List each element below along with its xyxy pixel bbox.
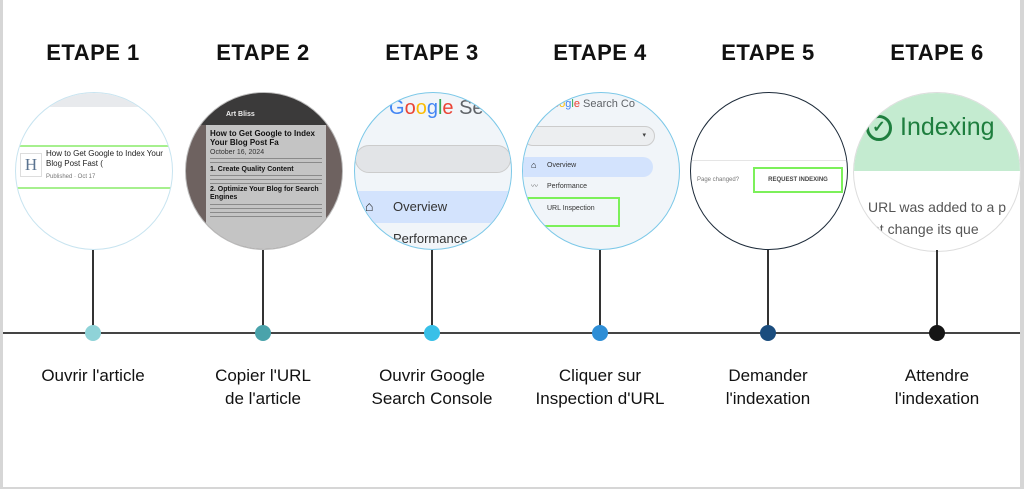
- step-2: ETAPE 2 Art Bliss How to Get Google to I…: [178, 0, 348, 489]
- label-line: l'indexation: [894, 389, 980, 408]
- step-title: ETAPE 5: [721, 40, 815, 65]
- step-label: Attendre l'indexation: [852, 364, 1022, 410]
- timeline: [3, 332, 1020, 334]
- label-line: Cliquer sur: [558, 366, 642, 385]
- screenshot-blog-article: Art Bliss How to Get Google to Index You…: [185, 92, 343, 250]
- indexing-status: Indexing: [900, 113, 995, 141]
- timeline-dot: [929, 325, 945, 341]
- timeline-dot: [760, 325, 776, 341]
- request-indexing-button[interactable]: REQUEST INDEXING: [753, 167, 843, 193]
- nav-overview[interactable]: Overview: [393, 199, 448, 214]
- status-message: URL was added to a p: [868, 199, 1007, 215]
- home-icon: ⌂: [531, 160, 537, 170]
- step-title: ETAPE 2: [216, 40, 310, 65]
- timeline-dot: [592, 325, 608, 341]
- connector: [936, 250, 938, 333]
- article-section: 1. Create Quality Content: [210, 166, 294, 173]
- post-title[interactable]: How to Get Google to Index Your Blog Pos…: [46, 149, 163, 168]
- step-4: ETAPE 4 oogle Search Co ▾ ⌂ Overview 〰 P…: [515, 0, 685, 489]
- step-title: ETAPE 3: [385, 40, 479, 65]
- screenshot-search-console: Google Sea ⌂ Overview Performance: [354, 92, 512, 250]
- screenshot-request-indexing: Page changed? REQUEST INDEXING: [690, 92, 848, 250]
- timeline-dot: [255, 325, 271, 341]
- connector: [599, 250, 601, 333]
- post-meta: Published · Oct 17: [46, 174, 96, 180]
- connector: [92, 250, 94, 333]
- google-logo: Google Sea: [389, 97, 495, 119]
- nav-performance[interactable]: Performance: [547, 183, 588, 190]
- label-line: Attendre: [904, 366, 970, 385]
- property-selector[interactable]: [355, 145, 511, 173]
- article-date: October 16, 2024: [210, 149, 265, 156]
- check-circle-icon: ✓: [866, 115, 892, 141]
- step-label: Ouvrir l'article: [8, 364, 178, 387]
- connector: [262, 250, 264, 333]
- status-message: ot change its que: [872, 221, 979, 237]
- step-5: ETAPE 5 Page changed? REQUEST INDEXING D…: [683, 0, 853, 489]
- screenshot-indexing-status: ✓ Indexing URL was added to a p ot chang…: [853, 92, 1021, 252]
- performance-icon: 〰: [531, 183, 538, 190]
- step-3: ETAPE 3 Google Sea ⌂ Overview Performanc…: [347, 0, 517, 489]
- label-line: de l'article: [224, 389, 301, 408]
- step-title: ETAPE 4: [553, 40, 647, 65]
- label-line: Ouvrir Google: [379, 366, 485, 385]
- nav-overview[interactable]: Overview: [547, 162, 577, 169]
- screenshot-url-inspection-menu: oogle Search Co ▾ ⌂ Overview 〰 Performan…: [522, 92, 680, 250]
- post-icon: H: [20, 153, 42, 177]
- step-title: ETAPE 6: [890, 40, 984, 65]
- article-title: How to Get Google to Index Your Blog Pos…: [210, 129, 315, 147]
- timeline-dot: [85, 325, 101, 341]
- connector: [431, 250, 433, 333]
- step-6: ETAPE 6 ✓ Indexing URL was added to a p …: [852, 0, 1022, 489]
- home-icon: ⌂: [365, 198, 374, 214]
- label-line: Demander: [728, 366, 808, 385]
- connector: [767, 250, 769, 333]
- label-line: Search Console: [371, 389, 493, 408]
- screenshot-article-list: H How to Get Google to Index Your Blog P…: [15, 92, 173, 250]
- label-line: Ouvrir l'article: [41, 366, 145, 385]
- blog-name: Art Bliss: [226, 111, 255, 118]
- step-1: ETAPE 1 H How to Get Google to Index You…: [8, 0, 178, 489]
- label-line: Inspection d'URL: [535, 389, 665, 408]
- property-selector[interactable]: ▾: [523, 126, 655, 146]
- step-label: Demander l'indexation: [683, 364, 853, 410]
- nav-url-inspection[interactable]: URL Inspection: [547, 205, 595, 212]
- step-label: Copier l'URL de l'article: [178, 364, 348, 410]
- timeline-dot: [424, 325, 440, 341]
- step-title: ETAPE 1: [46, 40, 140, 65]
- label-line: l'indexation: [725, 389, 811, 408]
- nav-performance[interactable]: Performance: [393, 231, 468, 246]
- label-line: Copier l'URL: [215, 366, 311, 385]
- dropdown-icon: ▾: [642, 132, 646, 139]
- article-section: 2. Optimize Your Blog for Search Engines: [210, 186, 319, 201]
- google-logo: oogle Search Co: [553, 98, 635, 110]
- page-changed-prompt: Page changed?: [697, 177, 740, 183]
